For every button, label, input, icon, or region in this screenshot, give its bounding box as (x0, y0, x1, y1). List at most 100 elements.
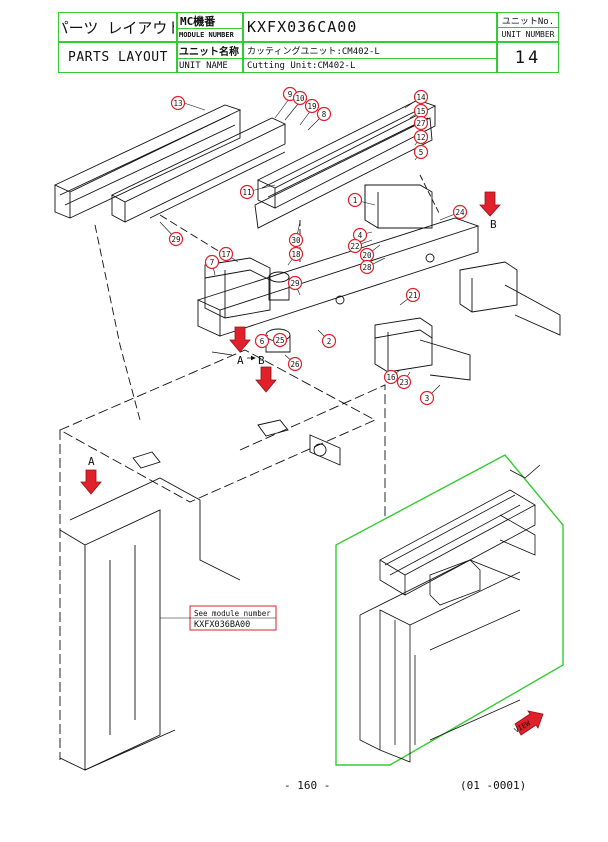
callout-circle (204, 254, 220, 270)
callout-19: 19 (304, 98, 320, 114)
title-block (58, 12, 559, 73)
callout-15: 15 (413, 103, 429, 119)
callout-number: 4 (358, 231, 363, 240)
callout-6: 6 (254, 333, 270, 349)
callout-23: 23 (396, 374, 412, 390)
parts-layout-en: PARTS LAYOUT (68, 49, 168, 65)
callout-12: 12 (413, 129, 429, 145)
callout-circle (383, 369, 399, 385)
callout-5: 5 (413, 144, 429, 160)
module-note: See module number KXFX036BA00 (160, 605, 277, 631)
callout-number: 2 (327, 337, 332, 346)
callout-circle (218, 246, 234, 262)
callout-number: 7 (210, 258, 215, 267)
callout-circle (287, 275, 303, 291)
callout-number: 8 (322, 110, 327, 119)
callout-circle (254, 333, 270, 349)
unit-number: 14 (514, 47, 542, 68)
callout-number: 9 (288, 90, 293, 99)
view-label-a-low: A (88, 455, 95, 468)
callout-number: 16 (386, 373, 396, 382)
callout-number: 19 (307, 102, 316, 111)
callout-number: 29 (171, 235, 180, 244)
callout-14: 14 (413, 89, 429, 105)
parts-layout-jp: パーツ レイアウト (62, 18, 174, 37)
callout-24: 24 (452, 204, 468, 220)
callout-number: 11 (242, 188, 251, 197)
view-label-b-right: B (490, 218, 497, 231)
callout-circle (413, 115, 429, 131)
module-note-line1: See module number (194, 609, 271, 618)
callout-number: 17 (221, 250, 230, 259)
callout-number: 15 (416, 107, 425, 116)
callout-number: 21 (408, 291, 417, 300)
callout-17: 17 (218, 246, 234, 262)
callout-circle (347, 192, 363, 208)
callout-circle (413, 89, 429, 105)
unit-no-label-en: UNIT NUMBER (501, 30, 555, 39)
callout-number: 22 (350, 242, 359, 251)
callout-number: 6 (260, 337, 265, 346)
callout-number: 10 (295, 94, 305, 103)
callout-4: 4 (352, 227, 368, 243)
callout-number: 18 (291, 250, 301, 259)
callout-number: 30 (291, 236, 301, 245)
view-arrows (80, 191, 544, 736)
callout-number: 23 (399, 378, 408, 387)
callout-18: 18 (288, 246, 304, 262)
callout-10: 10 (292, 90, 308, 106)
unit-no-label-jp: ユニットNo. (501, 16, 555, 27)
callout-7: 7 (204, 254, 220, 270)
callout-circle (321, 333, 337, 349)
inset-linework (359, 464, 541, 763)
callout-26: 26 (287, 356, 303, 372)
unit-name-en: Cutting Unit:CM402-L (247, 60, 356, 71)
callout-3: 3 (419, 390, 435, 406)
callout-circle (288, 246, 304, 262)
mc-label: MC機番 (180, 14, 216, 28)
callout-1: 1 (347, 192, 363, 208)
callout-11: 11 (239, 184, 255, 200)
callout-circle (452, 204, 468, 220)
unit-name-jp: カッティングユニット:CM402-L (247, 47, 380, 57)
view-direction-arrow (514, 710, 544, 736)
callout-25: 25 (272, 332, 288, 348)
callout-circle (272, 332, 288, 348)
callout-circle (170, 95, 186, 111)
callout-circle (288, 232, 304, 248)
callout-number: 20 (362, 251, 372, 260)
callout-circle (304, 98, 320, 114)
module-number: KXFX036CA00 (247, 18, 358, 36)
callout-2: 2 (321, 333, 337, 349)
detail-inset (335, 454, 564, 766)
view-label-b-mid: B (258, 354, 265, 367)
module-number-label: MODULE NUMBER (179, 31, 234, 39)
callout-circle (413, 144, 429, 160)
callout-circle (316, 106, 332, 122)
callout-circle (287, 356, 303, 372)
callout-21: 21 (405, 287, 421, 303)
callout-circle (359, 259, 375, 275)
callout-29: 29 (287, 275, 303, 291)
callout-number: 12 (416, 133, 425, 142)
callout-circle (396, 374, 412, 390)
view-marker-dashes (211, 351, 255, 358)
callout-29: 29 (168, 231, 184, 247)
callout-circle (405, 287, 421, 303)
callout-circle (419, 390, 435, 406)
callout-28: 28 (359, 259, 375, 275)
callout-number: 26 (290, 360, 300, 369)
callout-circle (413, 129, 429, 145)
unit-name-label-en: UNIT NAME (179, 60, 228, 71)
mechanical-linework (53, 99, 561, 771)
unit-name-label-jp: ユニット名称 (179, 47, 239, 58)
callout-number: 3 (425, 394, 430, 403)
callout-number: 29 (290, 279, 299, 288)
callout-27: 27 (413, 115, 429, 131)
callout-number: 28 (362, 263, 372, 272)
callout-20: 20 (359, 247, 375, 263)
callout-22: 22 (347, 238, 363, 254)
callout-circle (292, 90, 308, 106)
callout-number: 27 (416, 119, 425, 128)
